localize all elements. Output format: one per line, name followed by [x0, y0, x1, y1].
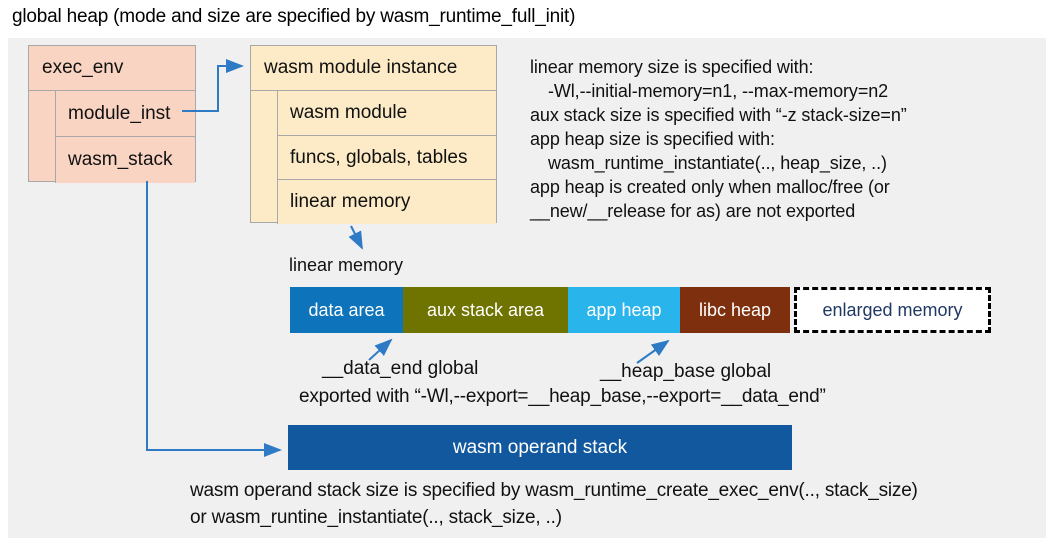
module-instance-header: wasm module instance: [251, 46, 496, 91]
exec-env-header: exec_env: [29, 46, 195, 91]
module-instance-field-linear-memory: linear memory: [277, 180, 496, 224]
exported-flags-label: exported with “-Wl,--export=__heap_base,…: [299, 386, 826, 407]
note-line: wasm_runtime_instantiate(.., heap_size, …: [548, 153, 887, 173]
wasm-operand-stack-bar: wasm operand stack: [288, 425, 792, 470]
module-instance-field-wasm-module: wasm module: [277, 91, 496, 136]
memory-size-notes: linear memory size is specified with: -W…: [530, 55, 1045, 223]
note-line: app heap is created only when malloc/fre…: [530, 177, 890, 197]
note-line: __new/__release for as) are not exported: [530, 201, 856, 221]
note-line: -Wl,--initial-memory=n1, --max-memory=n2: [548, 81, 889, 101]
linear-memory-label: linear memory: [289, 255, 404, 275]
note-line: linear memory size is specified with:: [530, 57, 814, 77]
segment-app-heap: app heap: [568, 287, 680, 333]
exec-env-field-wasm-stack: wasm_stack: [55, 137, 195, 183]
segment-aux-stack-area: aux stack area: [403, 287, 568, 333]
note-line: aux stack size is specified with “-z sta…: [530, 105, 907, 125]
note-line: or wasm_runtine_instantiate(.., stack_si…: [190, 507, 562, 528]
segment-data-area: data area: [290, 287, 403, 333]
data-end-global-label: __data_end global: [322, 358, 479, 379]
exec-env-box: exec_env module_inst wasm_stack: [28, 45, 196, 183]
segment-enlarged-memory: enlarged memory: [794, 287, 991, 333]
operand-stack-notes: wasm operand stack size is specified by …: [190, 477, 918, 531]
exec-env-field-module-inst: module_inst: [55, 91, 195, 137]
module-instance-field-funcs-globals-tables: funcs, globals, tables: [277, 136, 496, 180]
page-title: global heap (mode and size are specified…: [12, 6, 576, 27]
heap-base-global-label: __heap_base global: [600, 361, 772, 382]
note-line: wasm operand stack size is specified by …: [190, 480, 918, 501]
note-line: app heap size is specified with:: [530, 129, 775, 149]
segment-libc-heap: libc heap: [680, 287, 790, 333]
linear-memory-bar: data area aux stack area app heap libc h…: [290, 287, 991, 333]
module-instance-box: wasm module instance wasm module funcs, …: [250, 45, 497, 224]
